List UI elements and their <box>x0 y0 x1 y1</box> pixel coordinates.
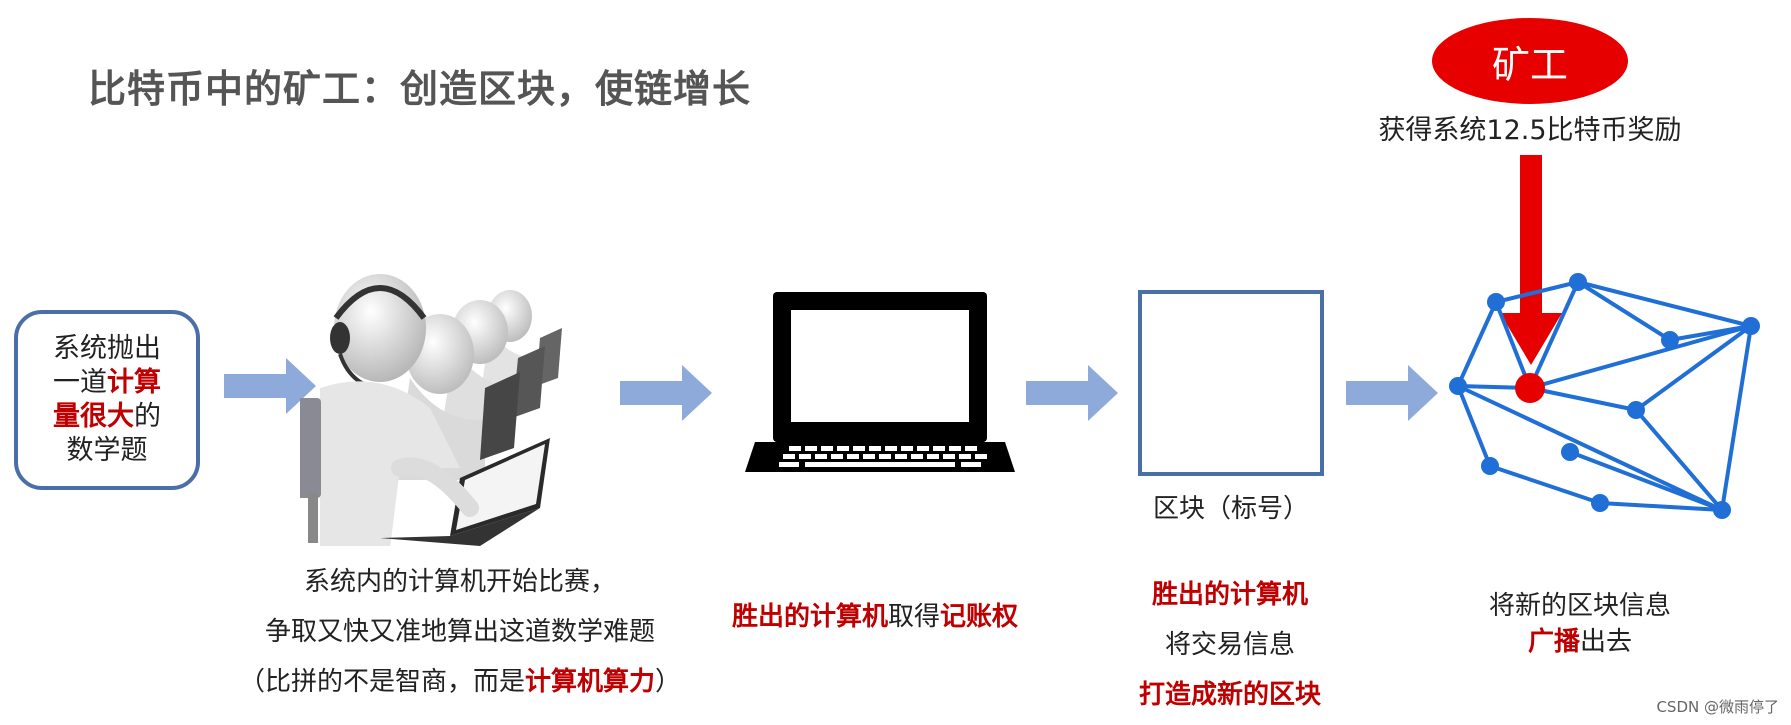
page-title: 比特币中的矿工：创造区块，使链增长 <box>88 67 752 111</box>
flow-arrow-icon <box>620 365 712 421</box>
new-block-node <box>1515 373 1545 403</box>
flow-arrow-icon <box>224 358 316 414</box>
network-caption: 将新的区块信息 广播出去 <box>1460 588 1700 660</box>
problem-line-3-red: 量很大 <box>53 401 134 432</box>
problem-line-4: 数学题 <box>66 435 148 466</box>
computer-operators-illustration <box>300 274 562 546</box>
problem-box: 系统抛出 一道计算 量很大的 数学题 <box>14 310 200 490</box>
computers-caption-line-2: 争取又快又准地算出这道数学难题 <box>264 617 655 647</box>
flow-arrow-icon <box>1346 365 1438 421</box>
laptop-icon <box>745 292 1015 472</box>
problem-line-3: 量很大的 <box>53 400 161 434</box>
block-caption-red-2: 打造成新的区块 <box>1138 680 1321 710</box>
network-caption-line-2: 广播出去 <box>1460 624 1700 660</box>
laptop-caption-plain: 取得 <box>887 602 940 632</box>
computers-caption: 系统内的计算机开始比赛， 争取又快又准地算出这道数学难题 （比拼的不是智商，而是… <box>180 557 740 707</box>
block-label: 区块（标号） <box>1152 494 1309 524</box>
block-caption-red-1: 胜出的计算机 <box>1151 580 1308 610</box>
computers-caption-line-1: 系统内的计算机开始比赛， <box>303 567 616 597</box>
laptop-caption-red-1: 胜出的计算机 <box>731 602 888 632</box>
network-caption-line-1: 将新的区块信息 <box>1488 591 1671 621</box>
laptop-caption: 胜出的计算机取得记账权 <box>690 592 1060 642</box>
computers-caption-line-3: （比拼的不是智商，而是计算机算力） <box>180 657 740 707</box>
computers-caption-line-3-suffix: ） <box>655 667 682 697</box>
down-arrow-icon <box>1500 155 1562 365</box>
laptop-caption-red-2: 记账权 <box>940 602 1019 632</box>
block-caption-plain: 将交易信息 <box>1164 630 1295 660</box>
network-caption-line-2-plain: 出去 <box>1580 627 1633 657</box>
network-graph-icon <box>1449 273 1760 519</box>
watermark: CSDN @微雨停了 <box>1656 698 1779 716</box>
problem-line-2: 一道计算 <box>53 366 161 400</box>
problem-line-2-plain: 一道 <box>53 367 107 398</box>
problem-line-3-plain: 的 <box>134 401 161 432</box>
miner-badge: 矿工 <box>1432 18 1628 104</box>
computers-caption-line-3-red: 计算机算力 <box>524 667 655 697</box>
network-caption-line-2-red: 广播 <box>1527 627 1580 657</box>
flow-arrow-icon <box>1026 365 1118 421</box>
miner-label: 矿工 <box>1491 42 1568 87</box>
problem-line-2-red: 计算 <box>107 367 161 398</box>
computers-caption-line-3-prefix: （比拼的不是智商，而是 <box>238 667 525 697</box>
problem-line-1: 系统抛出 <box>53 333 161 364</box>
block-caption: 胜出的计算机 将交易信息 打造成新的区块 <box>1110 570 1350 720</box>
block-square <box>1138 290 1324 476</box>
miner-reward: 获得系统12.5比特币奖励 <box>1378 115 1682 146</box>
